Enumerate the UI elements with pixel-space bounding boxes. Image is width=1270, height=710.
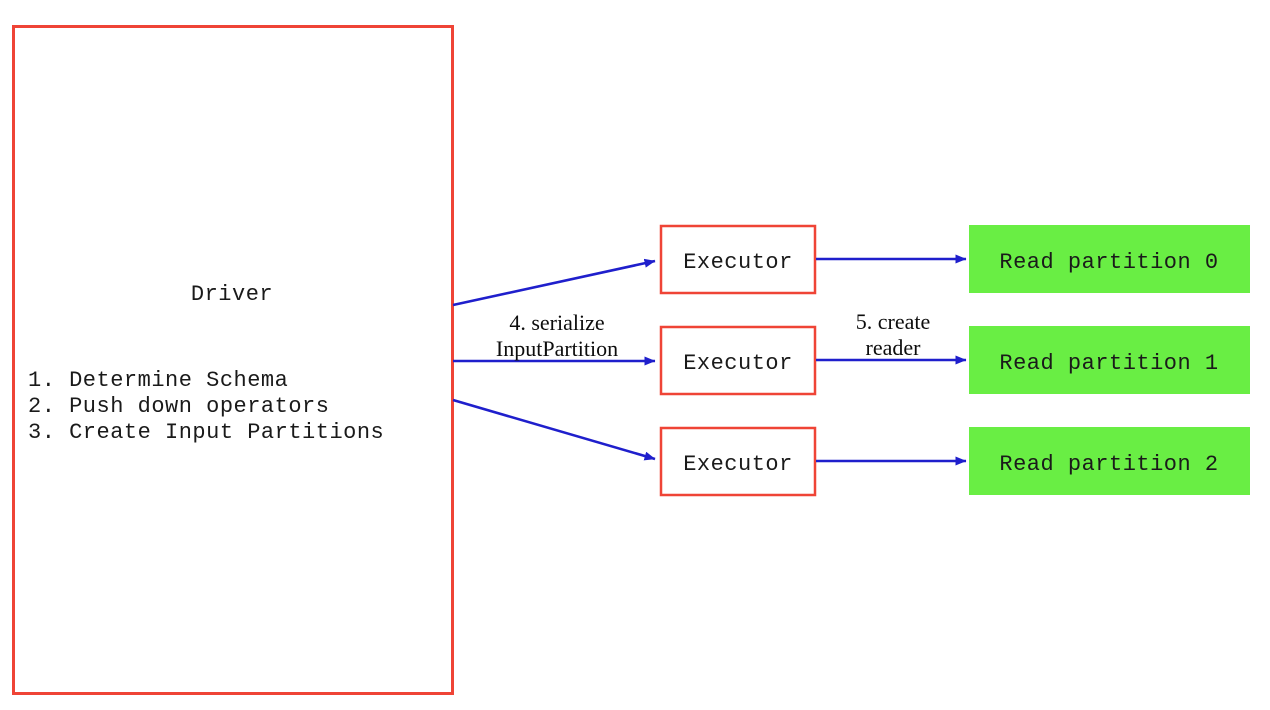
- edge-label-create-reader-line2: reader: [866, 335, 922, 360]
- driver-step-3: 3. Create Input Partitions: [28, 420, 384, 445]
- executor-box-2: [659, 325, 817, 396]
- executor-label-1: Executor: [683, 250, 793, 275]
- edge-label-serialize-line2: InputPartition: [496, 336, 618, 361]
- executor-label-2: Executor: [683, 351, 793, 376]
- arrow-driver-to-executor-3: [452, 398, 656, 461]
- partition-label-2: Read partition 1: [999, 351, 1218, 376]
- arrow-driver-to-executor-1: [452, 258, 656, 307]
- partition-label-1: Read partition 0: [999, 250, 1218, 275]
- executor-box-1: [659, 224, 817, 295]
- executor-label-3: Executor: [683, 452, 793, 477]
- partition-box-1: [969, 225, 1250, 293]
- edge-label-create-reader-line1: 5. create: [856, 309, 931, 334]
- partition-label-3: Read partition 2: [999, 452, 1218, 477]
- partition-box-3: [969, 427, 1250, 495]
- driver-step-1: 1. Determine Schema: [28, 368, 288, 393]
- driver-title: Driver: [191, 282, 273, 307]
- driver-step-2: 2. Push down operators: [28, 394, 329, 419]
- partition-box-2: [969, 326, 1250, 394]
- driver-box: [12, 25, 454, 695]
- edge-label-serialize-line1: 4. serialize: [509, 310, 604, 335]
- executor-box-3: [659, 426, 817, 497]
